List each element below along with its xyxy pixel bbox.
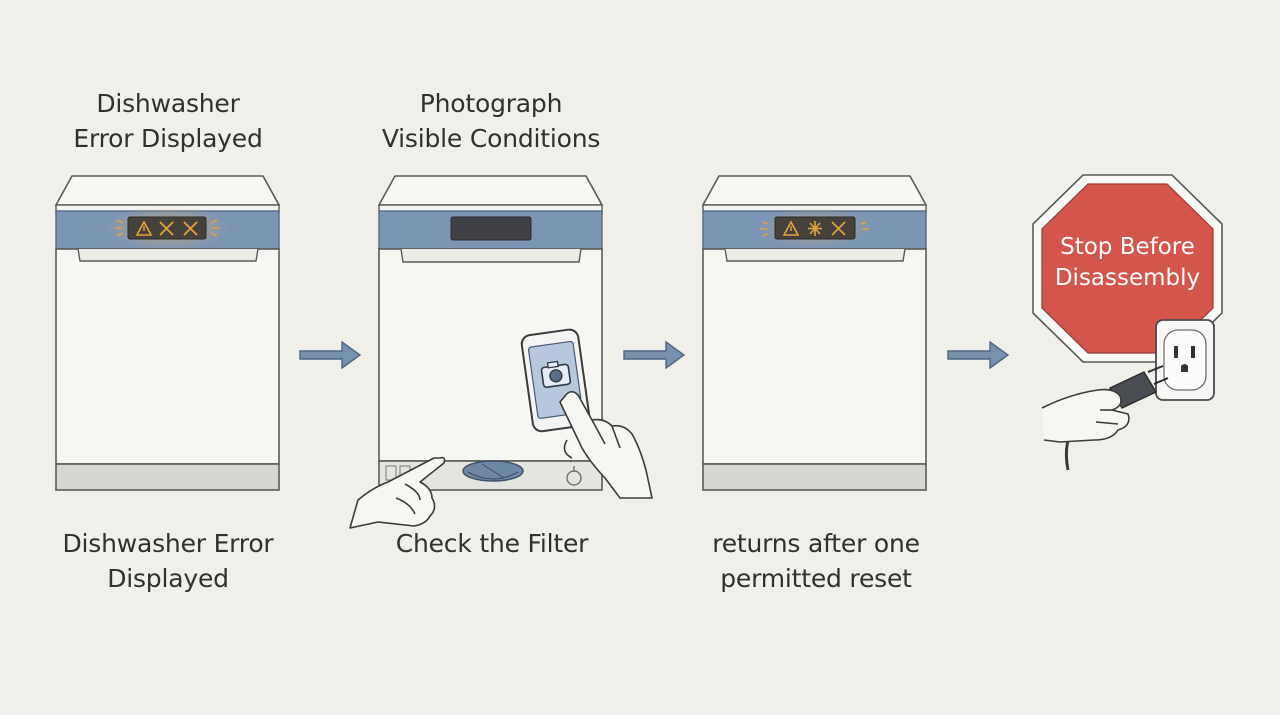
camera-icon [540, 360, 572, 389]
stop-sign-label-line-1: Stop Before [1060, 234, 1195, 260]
step-1-top-label: Dishwasher Error Displayed [48, 86, 288, 156]
step-1-top-label-line-2: Error Displayed [73, 124, 263, 153]
filter-icon [462, 460, 524, 482]
stop-sign-label-line-2: Disassembly [1054, 265, 1201, 291]
warning-icon [135, 220, 153, 236]
tools-icon [159, 221, 198, 236]
step-1-bottom-label: Dishwasher Error Displayed [38, 526, 298, 596]
dishwasher-3 [701, 175, 928, 491]
dishwasher-1 [54, 175, 281, 491]
step-3-bottom-label: returns after one permitted reset [690, 526, 942, 596]
step-1-bottom-label-line-2: Displayed [107, 564, 229, 593]
step-1-top-label-line-1: Dishwasher [96, 89, 240, 118]
hand-pointing-filter [349, 456, 446, 529]
step-2-top-label-line-2: Visible Conditions [381, 124, 601, 153]
step-1-bottom-label-line-1: Dishwasher Error [62, 529, 274, 558]
arrow-1 [299, 340, 362, 370]
dishwasher-2 [349, 175, 653, 529]
hand-unplugging [1041, 388, 1130, 443]
step-2-bottom-label-line-1: Check the Filter [395, 529, 589, 558]
stop-sign-icon [1032, 174, 1223, 363]
stop-sign-label: Stop Before Disassembly [1042, 232, 1213, 294]
wall-outlet-icon [1155, 319, 1215, 401]
step-2-top-label-line-1: Photograph [419, 89, 563, 118]
tools-icon [808, 221, 846, 236]
arrow-2 [623, 340, 686, 370]
step-2-top-label: Photograph Visible Conditions [362, 86, 620, 156]
warning-icon [782, 220, 800, 236]
arrow-3 [947, 340, 1010, 370]
step-3-bottom-label-line-2: permitted reset [720, 564, 912, 593]
step-2-bottom-label: Check the Filter [372, 526, 612, 561]
hand-tapping-phone [559, 390, 653, 499]
step-3-bottom-label-line-1: returns after one [712, 529, 920, 558]
